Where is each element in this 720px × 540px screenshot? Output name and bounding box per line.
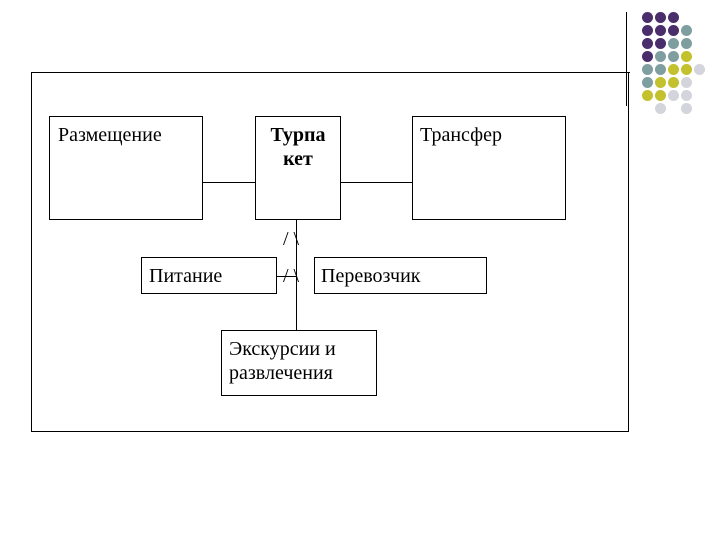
dot-teal — [655, 64, 666, 75]
dot-teal — [668, 38, 679, 49]
dot-light — [668, 90, 679, 101]
dot-light — [681, 103, 692, 114]
dot-olive — [681, 64, 692, 75]
node-meals-label: Питание — [149, 265, 223, 287]
dot-teal — [681, 38, 692, 49]
dot-purple — [655, 25, 666, 36]
dot-purple — [642, 12, 653, 23]
dot-olive — [642, 90, 653, 101]
dot-purple — [655, 12, 666, 23]
dot-purple — [642, 38, 653, 49]
diagram-frame — [31, 72, 629, 432]
dot-teal — [668, 51, 679, 62]
node-carrier: Перевозчик — [314, 257, 487, 294]
node-accommodation: Размещение — [49, 116, 203, 220]
center-node-tour-package: Турпа кет — [255, 116, 341, 220]
node-transfer-label: Трансфер — [420, 124, 502, 146]
dot-purple — [655, 38, 666, 49]
node-carrier-label: Перевозчик — [321, 265, 421, 287]
dot-light — [681, 77, 692, 88]
dot-light — [655, 103, 666, 114]
dot-olive — [655, 90, 666, 101]
node-accommodation-label: Размещение — [58, 124, 162, 146]
node-excursions-line2: развлечения — [229, 362, 333, 384]
decorative-vertical-line — [626, 12, 627, 106]
connector-center-transfer — [340, 182, 413, 183]
center-node-line1: Турпа — [270, 124, 326, 146]
dot-teal — [655, 51, 666, 62]
dot-purple — [642, 51, 653, 62]
dot-light — [681, 90, 692, 101]
connector-meals-center — [276, 276, 296, 277]
node-excursions: Экскурсии и развлечения — [221, 330, 377, 396]
connector-accommodation-center — [202, 182, 256, 183]
dot-olive — [655, 77, 666, 88]
center-node-line2: кет — [283, 148, 313, 170]
node-meals: Питание — [141, 257, 277, 294]
node-excursions-line1: Экскурсии и — [229, 338, 336, 360]
dot-olive — [668, 77, 679, 88]
slash-marker-lower: / \ — [283, 265, 300, 287]
dot-teal — [681, 25, 692, 36]
dot-olive — [681, 51, 692, 62]
dot-light — [694, 64, 705, 75]
node-transfer: Трансфер — [412, 116, 566, 220]
slash-marker-upper: / \ — [283, 228, 300, 250]
dot-purple — [642, 25, 653, 36]
dot-purple — [668, 12, 679, 23]
dot-teal — [642, 77, 653, 88]
dot-teal — [642, 64, 653, 75]
dot-purple — [668, 25, 679, 36]
dot-olive — [668, 64, 679, 75]
connector-vertical-center — [296, 219, 297, 331]
